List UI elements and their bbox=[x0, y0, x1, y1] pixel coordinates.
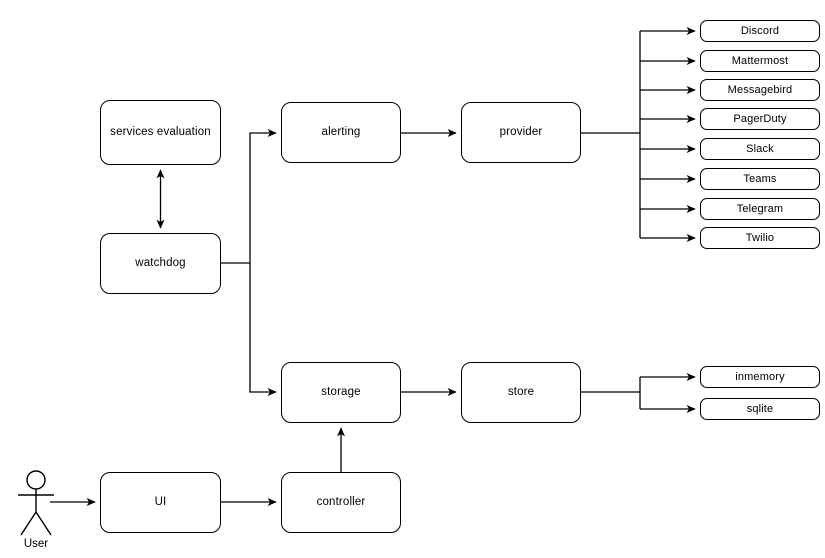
node-label: Messagebird bbox=[727, 83, 793, 96]
actor-right-leg-line bbox=[35, 511, 52, 536]
node-inmemory[interactable]: inmemory bbox=[700, 366, 820, 388]
node-twilio[interactable]: Twilio bbox=[700, 227, 820, 249]
node-pagerduty[interactable]: PagerDuty bbox=[700, 108, 820, 130]
node-provider[interactable]: provider bbox=[461, 102, 581, 163]
user-actor-label: User bbox=[23, 538, 49, 550]
node-storage[interactable]: storage bbox=[281, 362, 401, 423]
node-alerting[interactable]: alerting bbox=[281, 102, 401, 163]
user-actor-figure bbox=[18, 470, 54, 536]
node-label: Telegram bbox=[736, 202, 784, 215]
node-label: store bbox=[507, 386, 535, 399]
node-label: Teams bbox=[743, 172, 777, 185]
node-mattermost[interactable]: Mattermost bbox=[700, 50, 820, 72]
node-label: storage bbox=[321, 386, 361, 399]
edge-watchdog-storage bbox=[249, 263, 277, 397]
node-label: UI bbox=[154, 496, 167, 509]
node-controller[interactable]: controller bbox=[281, 472, 401, 533]
actor-head-icon bbox=[26, 470, 46, 490]
node-messagebird[interactable]: Messagebird bbox=[700, 79, 820, 101]
node-discord[interactable]: Discord bbox=[700, 20, 820, 42]
node-label: watchdog bbox=[135, 257, 186, 270]
actor-left-leg-line bbox=[20, 511, 37, 536]
node-teams[interactable]: Teams bbox=[700, 168, 820, 190]
node-label: services evaluation bbox=[110, 126, 211, 139]
node-label: sqlite bbox=[746, 402, 774, 415]
edge-watchdog-alerting bbox=[221, 128, 277, 264]
node-store[interactable]: store bbox=[461, 362, 581, 423]
node-watchdog[interactable]: watchdog bbox=[100, 233, 221, 294]
node-label: Twilio bbox=[745, 231, 775, 244]
node-label: Slack bbox=[746, 142, 774, 155]
node-sqlite[interactable]: sqlite bbox=[700, 398, 820, 420]
node-label: Discord bbox=[740, 24, 780, 37]
node-slack[interactable]: Slack bbox=[700, 138, 820, 160]
node-label: alerting bbox=[321, 126, 361, 139]
node-services-evaluation[interactable]: services evaluation bbox=[100, 100, 221, 165]
node-label: PagerDuty bbox=[733, 112, 787, 125]
node-label: inmemory bbox=[735, 370, 785, 383]
node-label: controller bbox=[316, 496, 366, 509]
node-label: Mattermost bbox=[731, 54, 789, 67]
node-telegram[interactable]: Telegram bbox=[700, 198, 820, 220]
node-label: provider bbox=[499, 126, 543, 139]
node-ui[interactable]: UI bbox=[100, 472, 221, 533]
